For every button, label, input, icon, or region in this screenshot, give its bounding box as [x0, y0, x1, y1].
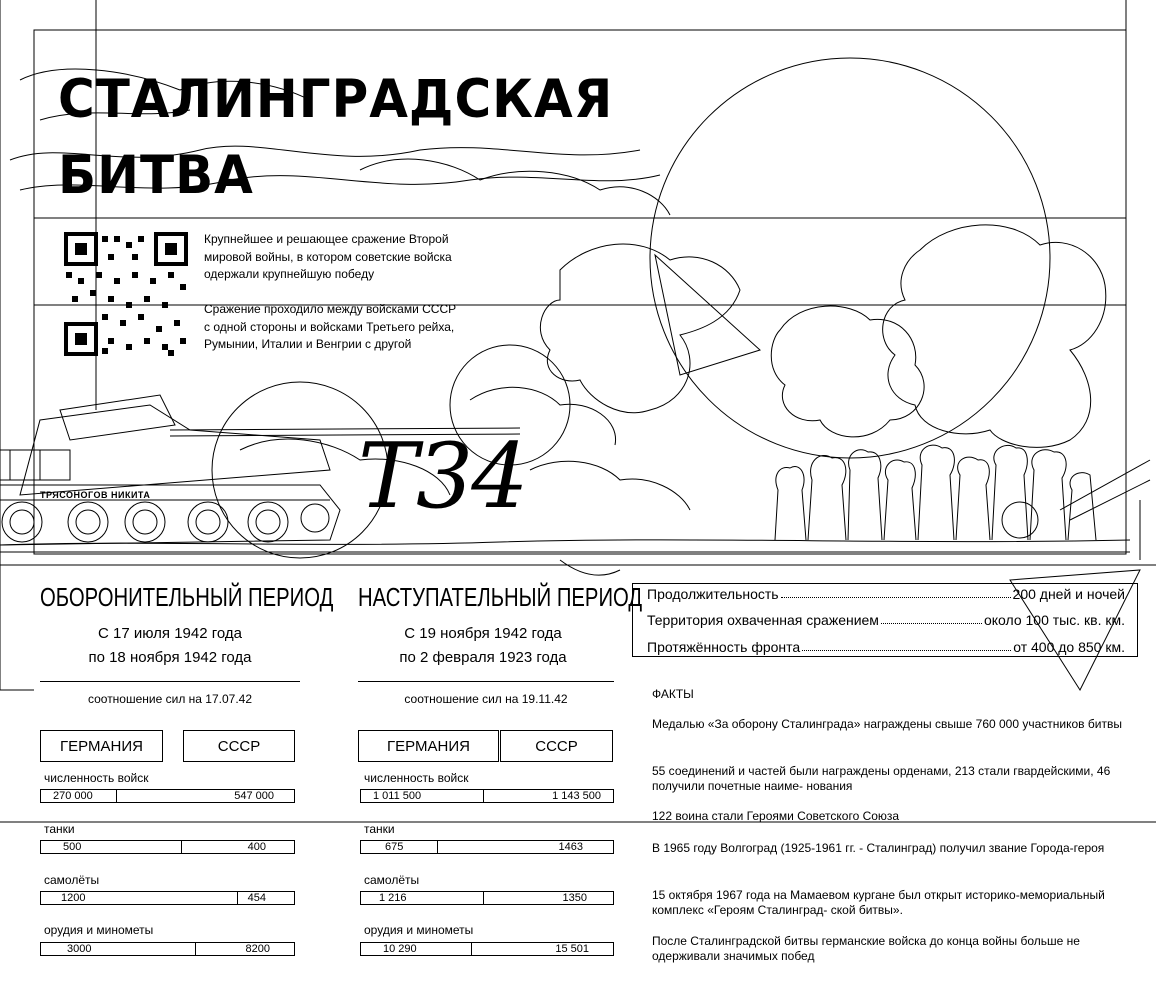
facts-heading: ФАКТЫ — [652, 687, 694, 701]
defensive-date-start: С 17 июля 1942 года — [98, 625, 242, 642]
offensive-row-label: орудия и минометы — [364, 923, 474, 937]
offensive-germany-value: 1 216 — [379, 892, 407, 904]
offensive-ussr-value: 1463 — [558, 841, 583, 853]
soldiers-silhouettes — [774, 444, 1097, 541]
defensive-ussr-value: 547 000 — [234, 790, 274, 802]
stat-value: от 400 до 850 км. — [1013, 639, 1125, 655]
qr-code — [64, 232, 188, 356]
offensive-germany-value: 10 290 — [383, 943, 417, 955]
offensive-row-label: танки — [364, 822, 395, 836]
fact-item: 55 соединений и частей были награждены о… — [652, 764, 1111, 793]
defensive-germany-value: 3000 — [67, 943, 92, 955]
offensive-ussr-box: СССР — [500, 730, 613, 762]
defensive-ussr-value: 454 — [247, 892, 266, 904]
fact-item: 15 октября 1967 года на Мамаевом кургане… — [652, 888, 1105, 917]
offensive-ussr-value: 1350 — [562, 892, 587, 904]
offensive-germany-value: 675 — [385, 841, 404, 853]
offensive-date-start: С 19 ноября 1942 года — [404, 625, 562, 642]
defensive-row-label: танки — [44, 822, 75, 836]
defensive-dates: С 17 июля 1942 года по 18 ноября 1942 го… — [40, 622, 300, 670]
defensive-germany-value: 1200 — [61, 892, 86, 904]
offensive-row-label: самолёты — [364, 873, 420, 887]
offensive-row-bar: 10 290 15 501 — [360, 942, 614, 956]
fact-item: 122 воина стали Героями Советского Союза — [652, 809, 900, 823]
poster-title-line1: СТАЛИНГРАДСКАЯ — [58, 68, 614, 130]
top-frame — [33, 29, 1127, 555]
offensive-germany-box: ГЕРМАНИЯ — [358, 730, 499, 762]
offensive-germany-value: 1 011 500 — [373, 790, 422, 802]
offensive-dates: С 19 ноября 1942 года по 2 февраля 1923 … — [353, 622, 613, 670]
defensive-germany-value: 500 — [63, 841, 82, 853]
fact-item: После Сталинградской битвы германские во… — [652, 934, 1080, 963]
defensive-ussr-value: 400 — [247, 841, 266, 853]
t34-label: Т34 — [358, 424, 529, 529]
defensive-divider — [40, 681, 300, 682]
stat-label: Продолжительность — [647, 586, 779, 602]
fact-item: Медалью «За оборону Сталинграда» награжд… — [652, 717, 1122, 731]
intro-paragraph-1: Крупнейшее и решающее сражение Второй ми… — [204, 232, 452, 281]
offensive-ussr-value: 1 143 500 — [552, 790, 601, 802]
defensive-row-label: самолёты — [44, 873, 100, 887]
stat-value: около 100 тыс. кв. км. — [983, 612, 1125, 628]
defensive-row-label: численность войск — [44, 771, 149, 785]
poster-title-line2: БИТВА — [58, 144, 254, 206]
tank-wheels — [1, 501, 330, 543]
offensive-divider — [358, 681, 614, 682]
defensive-ratio-label: соотношение сил на 17.07.42 — [87, 692, 253, 706]
defensive-period-title: ОБОРОНИТЕЛЬНЫЙ ПЕРИОД — [40, 582, 334, 612]
fact-item: В 1965 году Волгоград (1925-1961 гг. - С… — [652, 841, 1105, 855]
stat-row-front-length: Протяжённость фронта от 400 до 850 км. — [647, 637, 1125, 655]
defensive-ussr-box: СССР — [183, 730, 295, 762]
intro-paragraph-2: Сражение проходило между войсками СССР с… — [204, 302, 457, 351]
defensive-row-bar: 1200 454 — [40, 891, 295, 905]
defensive-date-end: по 18 ноября 1942 года — [88, 649, 252, 666]
defensive-ussr-value: 8200 — [245, 943, 270, 955]
offensive-ratio-label: соотношение сил на 19.11.42 — [404, 692, 568, 706]
stat-label: Территория охваченная сражением — [647, 612, 879, 628]
stat-label: Протяжённость фронта — [647, 639, 801, 655]
sun-circle — [649, 57, 1051, 459]
stat-value: 200 дней и ночей — [1012, 586, 1125, 602]
defensive-row-bar: 500 400 — [40, 840, 295, 854]
tank-hull — [19, 404, 331, 496]
tank-name-label: ТРЯСОНОГОВ НИКИТА — [40, 490, 151, 500]
tank-gun — [169, 427, 521, 431]
battle-stats-box: Продолжительность 200 дней и ночей Террит… — [632, 583, 1138, 657]
offensive-date-end: по 2 февраля 1923 года — [399, 649, 567, 666]
offensive-period-title: НАСТУПАТЕЛЬНЫЙ ПЕРИОД — [358, 582, 643, 612]
defensive-germany-value: 270 000 — [53, 790, 93, 802]
offensive-row-bar: 1 216 1350 — [360, 891, 614, 905]
stat-row-territory: Территория охваченная сражением около 100… — [647, 610, 1125, 628]
defensive-row-bar: 3000 8200 — [40, 942, 295, 956]
stat-row-duration: Продолжительность 200 дней и ночей — [647, 584, 1125, 602]
offensive-ussr-value: 15 501 — [555, 943, 589, 955]
defensive-row-label: орудия и минометы — [44, 923, 154, 937]
offensive-row-label: численность войск — [364, 771, 469, 785]
defensive-germany-box: ГЕРМАНИЯ — [40, 730, 163, 762]
defensive-row-bar: 270 000 547 000 — [40, 789, 295, 803]
offensive-row-bar: 675 1463 — [360, 840, 614, 854]
offensive-row-bar: 1 011 500 1 143 500 — [360, 789, 614, 803]
